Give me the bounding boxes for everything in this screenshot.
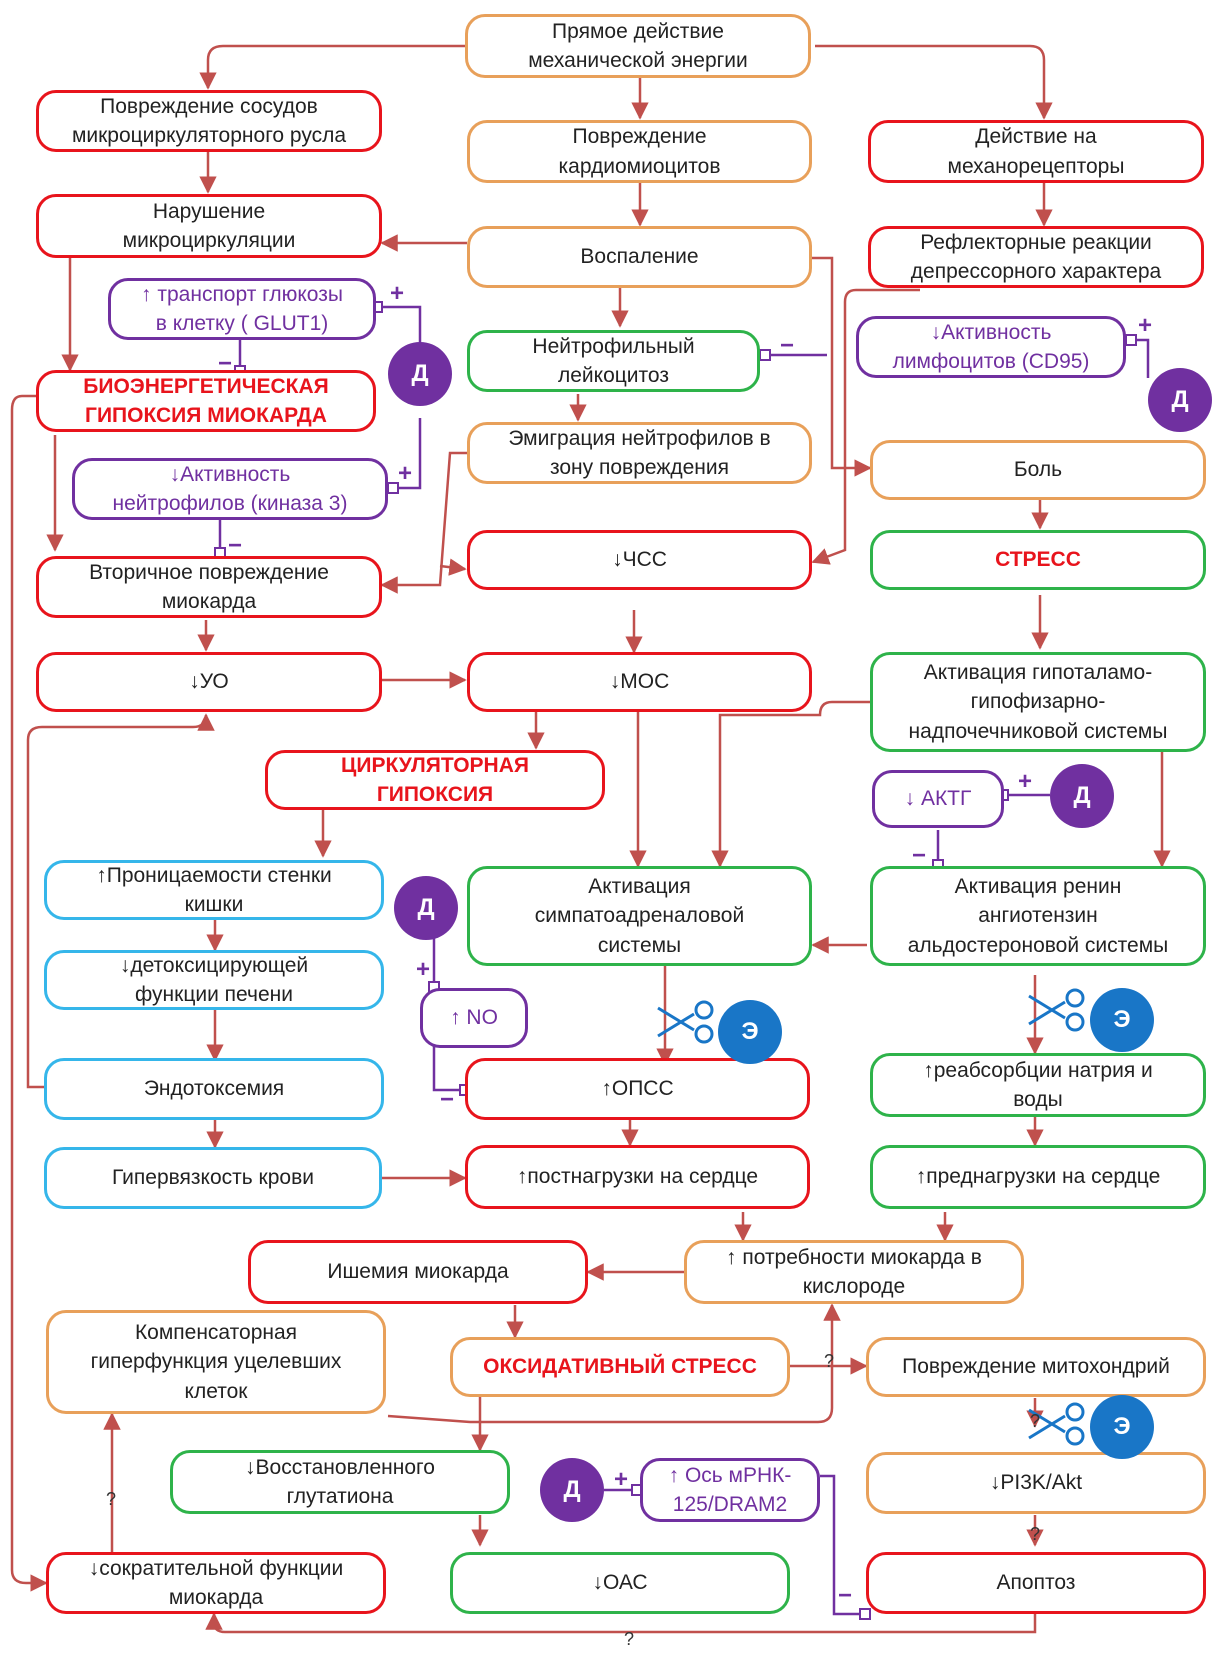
minus-sign-neutrophils: − [228,532,243,559]
node-mirna-axis: ↑ Ось мРНК- 125/DRAM2 [640,1458,820,1522]
d-circle-mirna: Д [540,1458,604,1522]
node-circulatory-hypoxia: ЦИРКУЛЯТОРНАЯ ГИПОКСИЯ [265,750,605,810]
link-neutro-d [393,418,422,490]
node-neutrophil-activity: ↓Активность нейтрофилов (киназа 3) [72,458,388,520]
node-actg: ↓ АКТГ [872,770,1004,828]
question-contract-comp: ? [106,1489,117,1509]
node-preload: ↑преднагрузки на сердце [870,1145,1206,1209]
connector-lymph-right [1125,334,1137,346]
arrow-emigration-to-hr [439,558,467,576]
d-circle-lymphocytes: Д [1148,368,1212,432]
node-cardiomyocyte-damage: Повреждение кардиомиоцитов [467,120,812,183]
plus-sign-lymph: + [1138,312,1153,339]
node-sodium-reabsorption: ↑реабсорбции натрия и воды [870,1053,1206,1117]
node-neutrophil-leukocytosis: Нейтрофильный лейкоцитоз [467,330,760,392]
node-bioenergetic-hypoxia: БИОЭНЕРГЕТИЧЕСКАЯ ГИПОКСИЯ МИОКАРДА [36,370,376,432]
arrow-mech-to-mechano [815,44,1053,120]
link-no-opss [432,1045,465,1092]
node-contractility: ↓сократительной функции миокарда [46,1552,386,1614]
node-minute-volume: ↓МОС [467,652,812,712]
e-circle-symp: Э [718,1000,782,1064]
node-hpa-activation: Активация гипоталамо- гипофизарно- надпо… [870,652,1206,752]
node-mechanoreceptors: Действие на механорецепторы [868,120,1204,183]
node-compensatory: Компенсаторная гиперфункция уцелевших кл… [46,1310,386,1414]
scissors-icon [1028,1402,1085,1446]
minus-sign-no: − [440,1086,455,1113]
question-pi3k-apoptosis: ? [1030,1524,1041,1544]
plus-sign-glucose: + [390,280,405,307]
arrow-mech-to-vessel [199,44,465,90]
question-mito-scissors: ? [1030,1411,1041,1431]
connector-neutro-right [387,482,399,494]
node-reflex: Рефлекторные реакции депрессорного харак… [868,226,1204,288]
node-vessel-damage: Повреждение сосудов микроциркуляторного … [36,90,382,152]
arrow-inflam-to-pain [812,256,872,477]
node-mitochondria: Повреждение митохондрий [866,1337,1206,1397]
minus-sign-apoptosis: − [838,1582,853,1609]
node-gut-permeability: ↑Проницаемости стенки кишки [44,860,384,920]
node-secondary-damage: Вторичное повреждение миокарда [36,556,382,618]
minus-sign-glucose: − [218,350,233,377]
connector-apoptosis-left [859,1608,871,1620]
node-sympathoadrenal: Активация симпатоадреналовой системы [467,866,812,966]
node-no: ↑ NO [420,988,528,1048]
e-circle-raas: Э [1090,988,1154,1052]
arrow-hpa-to-symp [711,700,870,868]
question-bottom-loop: ? [624,1629,635,1649]
arrow-bioenergetic-to-contractility [10,394,48,1592]
e-circle-mito: Э [1090,1395,1154,1459]
arrow-apoptosis-to-contractility [205,1612,1037,1634]
scissors-icon [1028,988,1085,1032]
node-glutathione: ↓Восстановленного глутатиона [170,1450,510,1514]
arrow-endotox-to-sv [26,713,215,1089]
minus-sign-actg: − [912,842,927,869]
link-glucose-d [376,305,422,352]
d-circle-no: Д [394,876,458,940]
node-afterload: ↑постнагрузки на сердце [465,1145,810,1209]
d-circle-actg: Д [1050,764,1114,828]
scissors-icon [657,1000,714,1044]
question-oxidative-mito: ? [824,1351,835,1371]
plus-sign-mirna: + [614,1466,629,1493]
node-blood-viscosity: Гипервязкость крови [44,1147,382,1209]
node-pain: Боль [870,440,1206,500]
node-oxygen-demand: ↑ потребности миокарда в кислороде [684,1240,1024,1304]
node-neutrophil-emigration: Эмиграция нейтрофилов в зону повреждения [467,422,812,484]
plus-sign-no: + [416,956,431,983]
node-lymphocyte-activity: ↓Активность лимфоцитов (CD95) [856,316,1126,378]
node-raas: Активация ренин ангиотензин альдостероно… [870,866,1206,966]
arrow-emigration-to-secondary [380,451,470,594]
node-inflammation: Воспаление [467,226,812,288]
node-pi3k: ↓PI3K/Akt [866,1452,1206,1514]
node-mech-energy: Прямое действие механической энергии [465,14,811,78]
node-opss: ↑ОПСС [465,1058,810,1120]
node-oxidative-stress: ОКСИДАТИВНЫЙ СТРЕСС [450,1337,790,1397]
plus-sign-neutrophils: + [398,460,413,487]
d-circle-glucose: Д [388,342,452,406]
node-liver-detox: ↓детоксицирующей функции печени [44,950,384,1010]
node-oac: ↓ОАС [450,1552,790,1614]
link-mirna-apoptosis [820,1474,866,1616]
node-apoptosis: Апоптоз [866,1552,1206,1614]
node-stress: СТРЕСС [870,530,1206,590]
arrow-comp-to-demand [387,1303,841,1424]
node-endotoxemia: Эндотоксемия [44,1058,384,1120]
connector-leuko-right [759,349,771,361]
node-heart-rate: ↓ЧСС [467,530,812,590]
node-stroke-volume: ↓УО [36,652,382,712]
arrow-reflex-to-hr [811,288,920,565]
node-microcirculation: Нарушение микроциркуляции [36,194,382,258]
minus-sign-leuko: − [780,332,795,359]
plus-sign-actg: + [1018,768,1033,795]
node-myocardial-ischemia: Ишемия миокарда [248,1240,588,1304]
node-glucose-transport: ↑ транспорт глюкозы в клетку ( GLUT1) [108,278,376,340]
